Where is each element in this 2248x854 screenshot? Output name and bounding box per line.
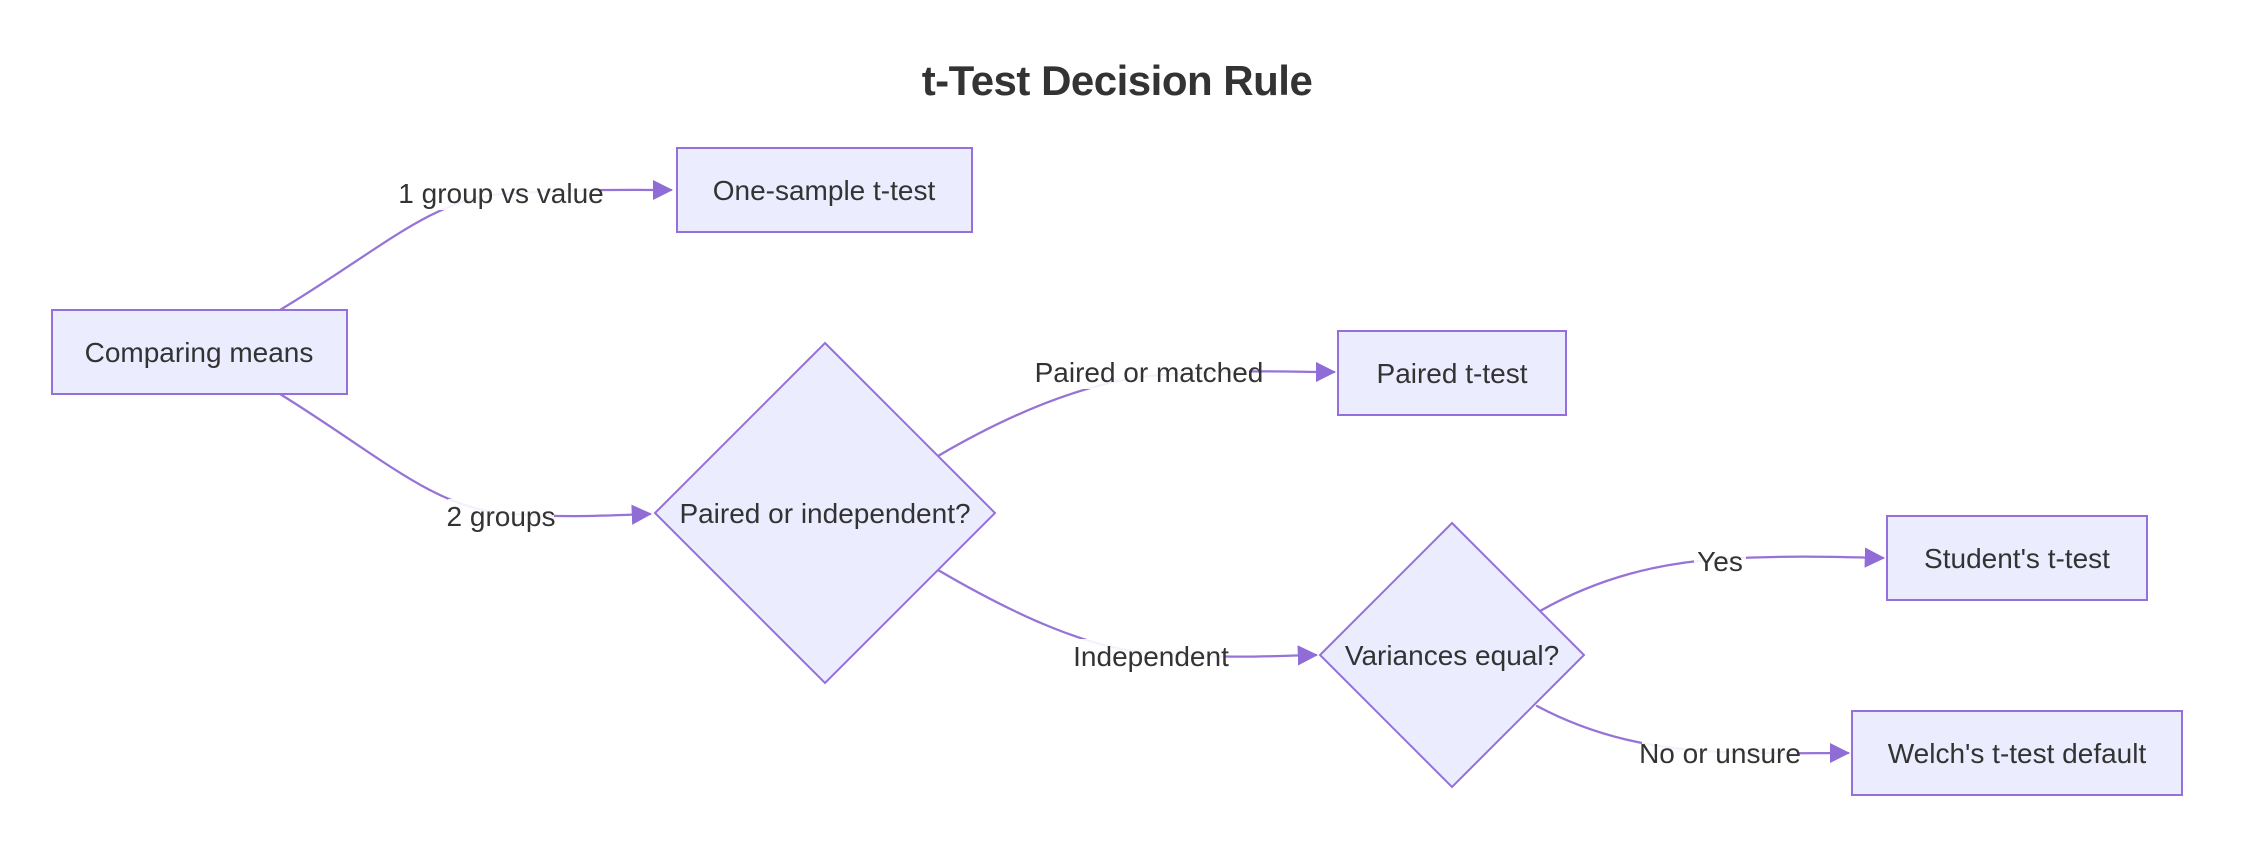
node-paired-t-test: Paired t-test [1337,330,1567,416]
node-variances-equal-shape [1318,521,1586,789]
node-variances-equal-label: Variances equal? [1345,640,1559,671]
node-students-t-test-shape [1886,515,2148,601]
node-paired-or-independent-label: Paired or independent? [679,498,970,529]
node-students-t-test-label: Student's t-test [1924,543,2110,574]
node-welchs-t-test-shape [1851,710,2183,796]
edge-label-2-groups: 2 groups [447,501,556,532]
node-paired-t-test-shape [1337,330,1567,416]
node-paired-t-test-label: Paired t-test [1377,358,1528,389]
edge-label-paired-or-matched: Paired or matched [1035,357,1264,388]
node-paired-or-independent-shape [653,341,997,685]
edge-label-1-group-vs-value: 1 group vs value [398,178,603,209]
node-comparing-means-label: Comparing means [85,337,314,368]
node-comparing-means-shape [51,309,348,395]
edge-label-no-or-unsure: No or unsure [1639,738,1801,769]
node-welchs-t-test-label: Welch's t-test default [1888,738,2147,769]
edge-label-yes: Yes [1697,546,1743,577]
node-students-t-test: Student's t-test [1886,515,2148,601]
edge-label-bg [404,176,598,210]
nodes: Comparing means One-sample t-test Paired… [51,147,2183,796]
diagram-title: t-Test Decision Rule [922,57,1313,104]
edge-label-bg [1078,639,1224,673]
edge-label-bg [448,499,554,533]
edge-label-bg [1694,544,1746,578]
node-one-sample-t-test: One-sample t-test [676,147,973,233]
edge-label-bg [1642,736,1798,770]
node-one-sample-shape [676,147,973,233]
node-paired-or-independent: Paired or independent? [653,341,997,685]
node-comparing-means: Comparing means [51,309,348,395]
edge-label-bg [1049,355,1249,389]
node-one-sample-label: One-sample t-test [713,175,936,206]
node-variances-equal: Variances equal? [1318,521,1586,789]
edge-comparing-to-paired-or-independent [278,392,653,525]
edge-label-independent: Independent [1073,641,1229,672]
edge-labels: 1 group vs value 2 groups Paired or matc… [398,176,1801,770]
node-welchs-t-test: Welch's t-test default [1851,710,2183,796]
